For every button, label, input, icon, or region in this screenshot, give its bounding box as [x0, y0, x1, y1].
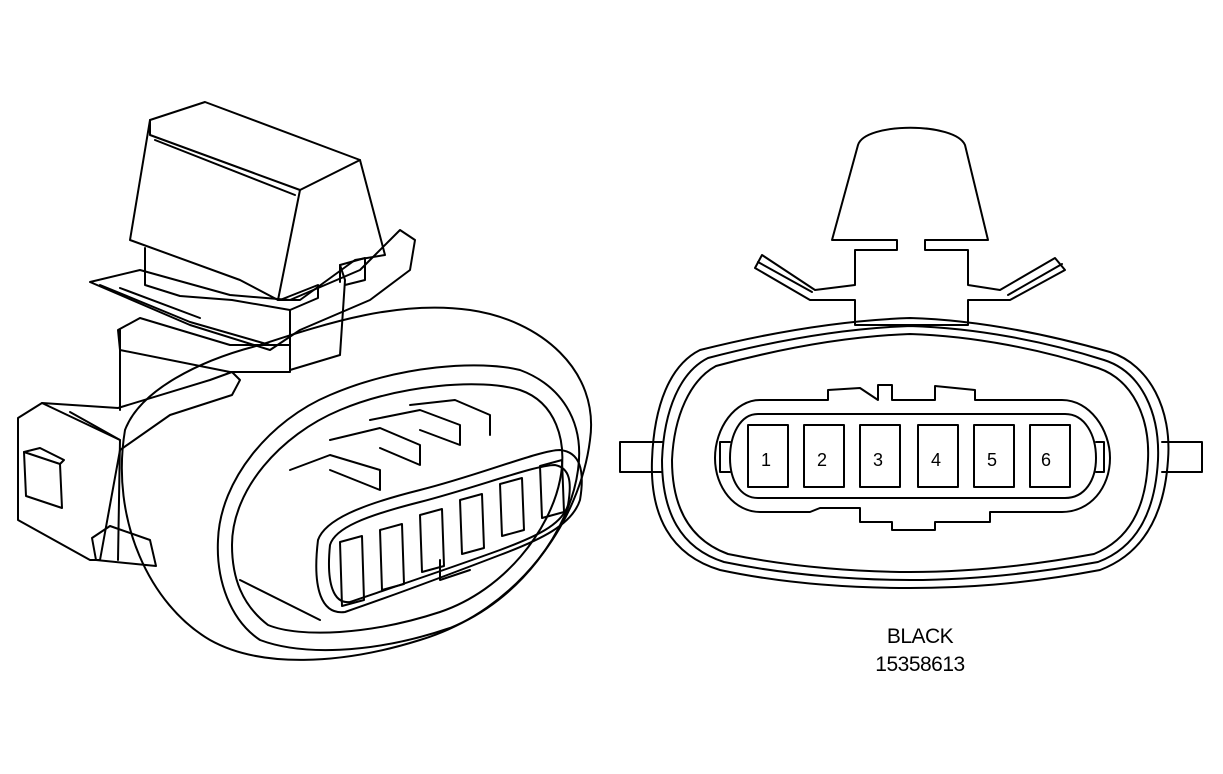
- lock-latch-body: [129, 101, 386, 301]
- latch-spring-left: [757, 261, 813, 293]
- inner-rib-3: [369, 409, 461, 446]
- cavity-1: [747, 424, 789, 488]
- cavity-5: [973, 424, 1015, 488]
- latch-spring-right: [1007, 263, 1063, 296]
- right-peg: [1161, 441, 1203, 473]
- lock-latch-edge: [299, 159, 361, 191]
- latch-stem-2: [279, 284, 319, 311]
- housing-outer: [650, 317, 1170, 589]
- lock-latch-top-line: [149, 119, 301, 191]
- terminal-label-2: 2: [817, 450, 827, 470]
- terminal-label-3: 3: [873, 450, 883, 470]
- iso-cavity-5: [499, 477, 525, 537]
- iso-cavity-6: [539, 459, 565, 519]
- cavity-4: [917, 424, 959, 488]
- front-lock-tab: [754, 126, 1066, 326]
- connector-part-number: 15358613: [875, 653, 965, 676]
- connector-isometric-view: [17, 101, 593, 661]
- iso-cavity-2: [379, 523, 405, 591]
- terminal-carrier-inner: [328, 464, 571, 604]
- connector-color-label: BLACK: [886, 625, 954, 648]
- rear-body-side: [69, 411, 121, 441]
- cavity-3: [859, 424, 901, 488]
- front-carrier-outer: [714, 384, 1111, 531]
- mating-face-rim-outer: [120, 306, 593, 661]
- latch-ramp-inner: [99, 284, 271, 346]
- lower-tab: [91, 525, 157, 567]
- inner-rib-4: [409, 399, 491, 436]
- mating-face-rim-inner: [231, 383, 564, 634]
- terminal-label-5: 5: [987, 450, 997, 470]
- iso-cavity-3: [419, 508, 445, 573]
- side-latch: [23, 451, 63, 509]
- carrier-notch-left: [719, 441, 731, 473]
- inner-floor: [239, 579, 321, 621]
- connector-rear-body: [17, 371, 241, 561]
- front-carrier-inner: [729, 413, 1097, 499]
- terminal-label-1: 1: [761, 450, 771, 470]
- latch-ramp: [89, 229, 416, 351]
- housing-seal-1: [661, 325, 1160, 581]
- iso-cavity-4: [459, 493, 485, 555]
- carrier-notch-right: [1095, 441, 1105, 473]
- terminal-label-6: 6: [1041, 450, 1051, 470]
- lock-latch-front: [277, 189, 301, 301]
- iso-cavity-1: [339, 535, 365, 607]
- terminal-label-4: 4: [931, 450, 941, 470]
- lock-latch-mid-line: [154, 139, 296, 196]
- housing-seal-2: [671, 333, 1150, 573]
- latch-stem: [144, 247, 366, 371]
- latch-ramp-inner-2: [119, 287, 201, 319]
- inner-rib-1: [289, 454, 381, 491]
- rear-body-edge: [41, 402, 121, 561]
- connector-front-view: 1 2 3 4 5 6: [619, 126, 1203, 589]
- inner-rib-2: [329, 427, 421, 466]
- left-peg: [619, 441, 663, 473]
- terminal-carrier-outer: [315, 449, 583, 614]
- cavity-6: [1029, 424, 1071, 488]
- mating-face-rim-mid: [216, 364, 581, 652]
- side-latch-face: [23, 447, 65, 465]
- cavity-2: [803, 424, 845, 488]
